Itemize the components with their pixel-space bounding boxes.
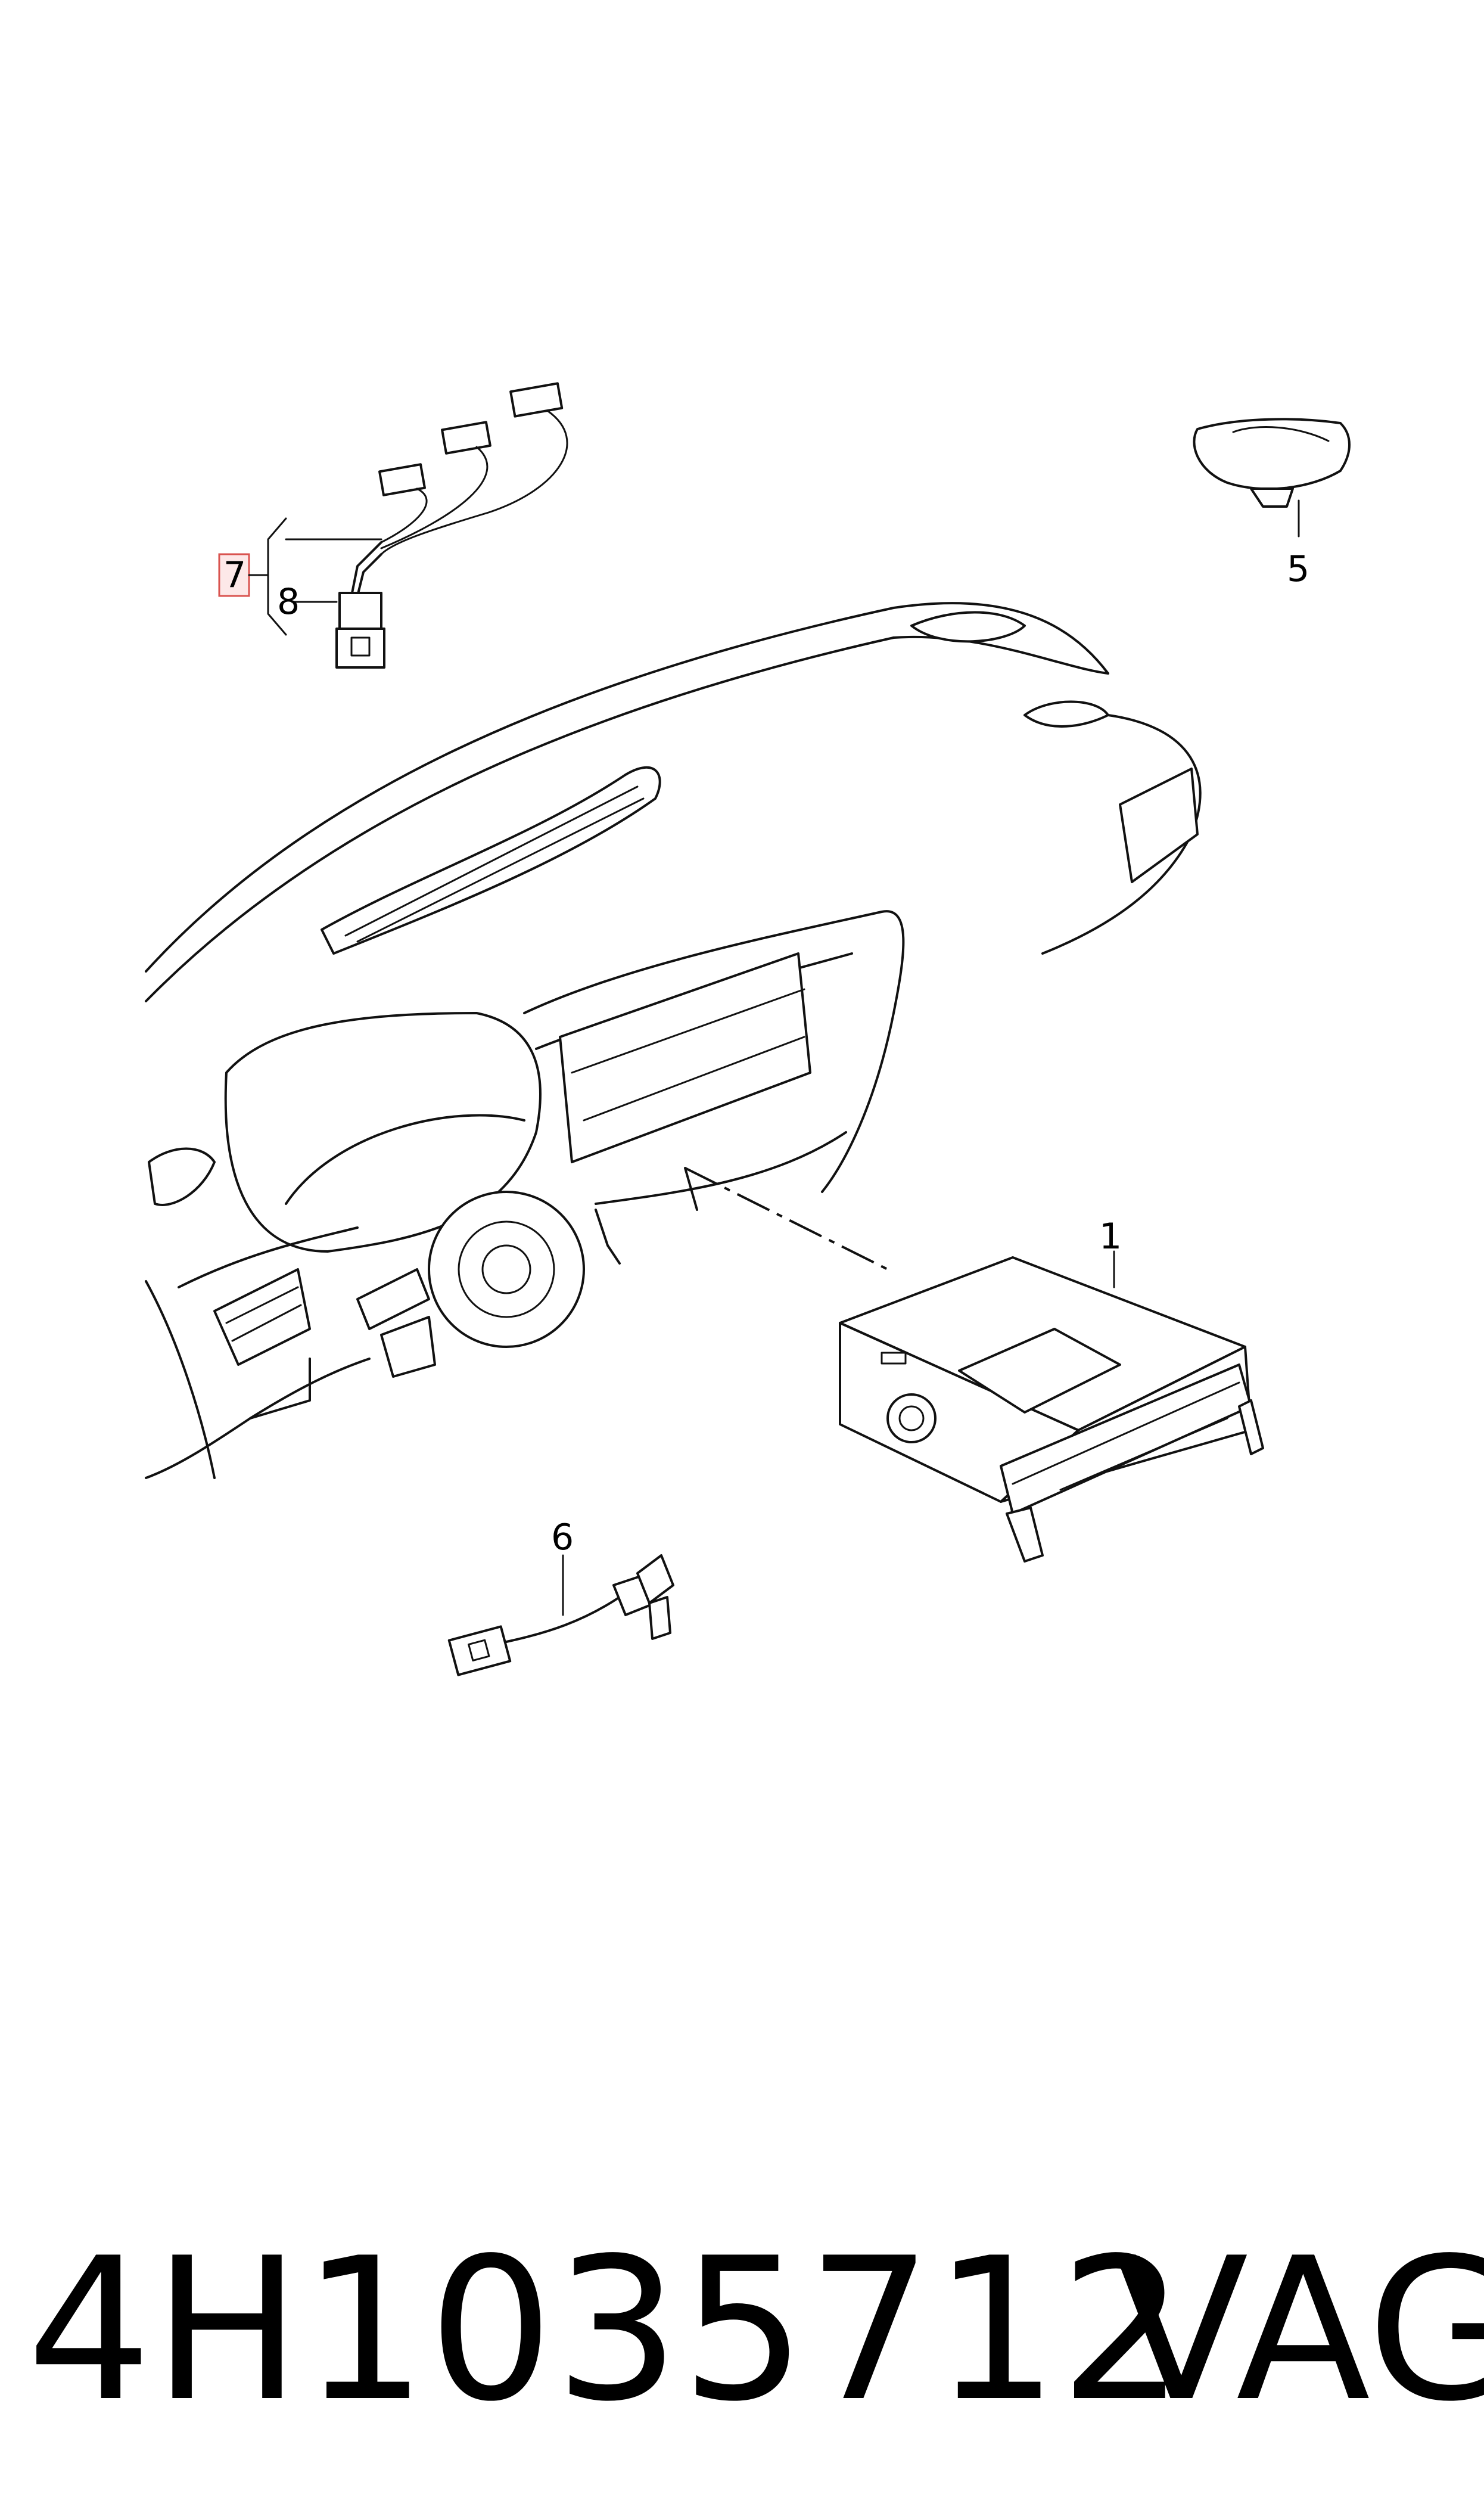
antenna-drawing — [1193, 418, 1351, 538]
dashed-leader — [685, 1167, 888, 1271]
callout-8[interactable]: 8 — [277, 581, 300, 623]
parts-diagram: 7 8 5 — [145, 382, 1351, 1676]
brand-label: VAG — [1114, 2216, 1484, 2445]
callout-6[interactable]: 6 — [551, 1517, 574, 1558]
part-number: 4H1035712 — [27, 2216, 1186, 2445]
callout-7[interactable]: 7 — [223, 554, 246, 596]
head-unit-drawing — [839, 1250, 1264, 1563]
callout-7-highlight — [218, 553, 250, 597]
wiring-harness-drawing — [267, 382, 568, 669]
dashboard-drawing — [145, 602, 1202, 1479]
antenna-cable-drawing — [447, 1554, 674, 1676]
callout-5[interactable]: 5 — [1287, 548, 1309, 590]
callout-1[interactable]: 1 — [1099, 1216, 1122, 1257]
footer: 4H1035712 VAG — [0, 2205, 1484, 2455]
